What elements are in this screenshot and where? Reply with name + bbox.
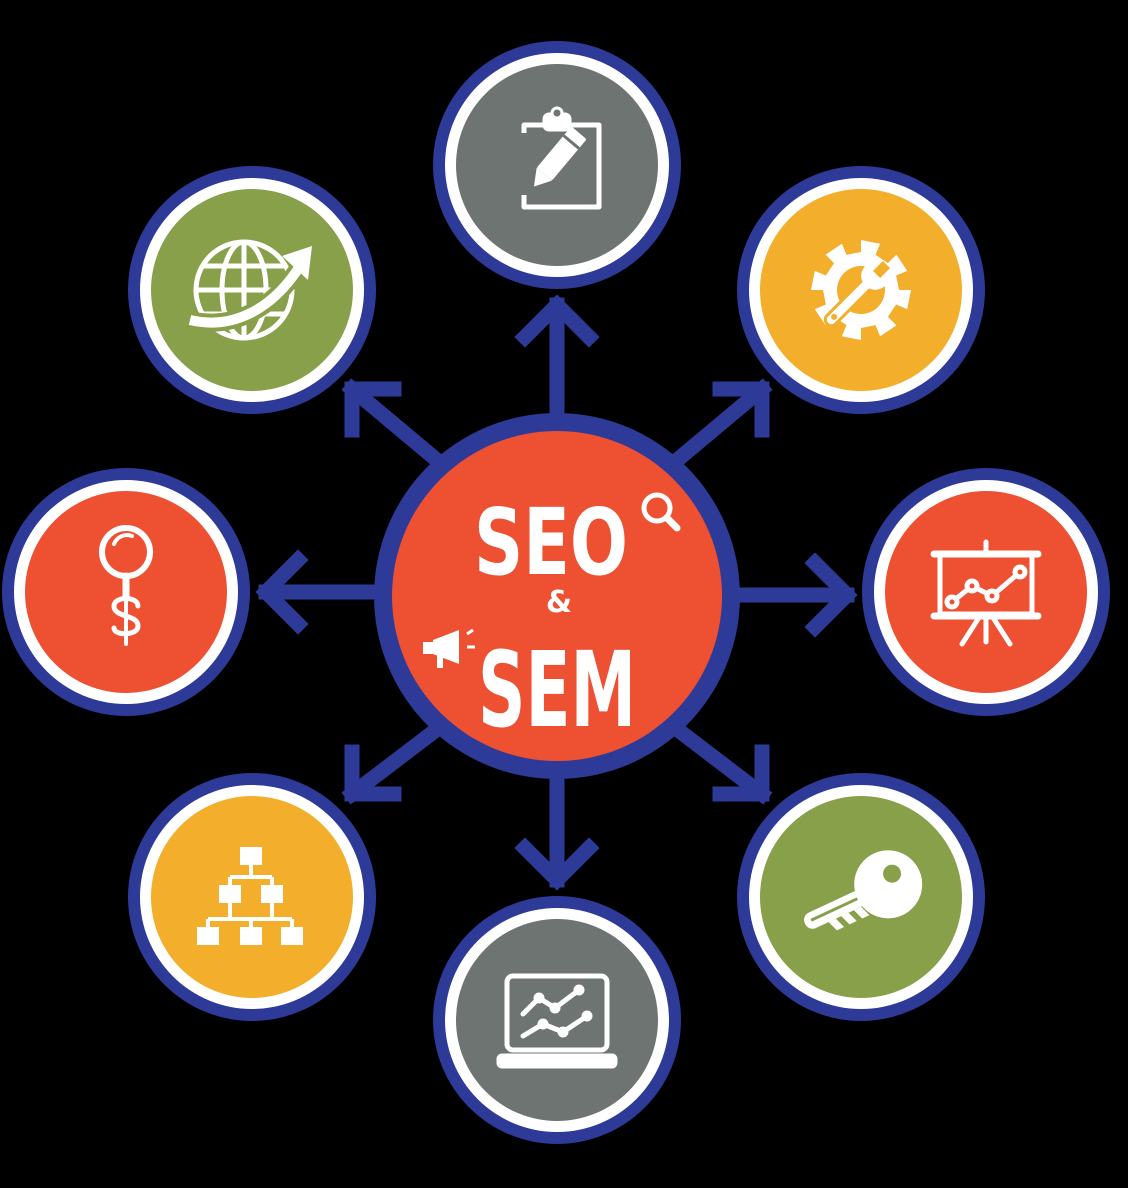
node-sitemap	[128, 773, 376, 1021]
sitemap-icon	[197, 847, 303, 945]
laptop-chart-icon	[496, 973, 618, 1069]
node-presentation	[862, 468, 1110, 716]
node-settings	[737, 166, 985, 414]
hub-ampersand: &	[546, 585, 572, 620]
arrow-left	[255, 549, 386, 635]
globe-arrow-icon	[187, 239, 312, 341]
arrow-up-right	[671, 378, 773, 467]
arrow-up	[514, 294, 600, 428]
presentation-chart-icon	[930, 539, 1042, 647]
hub-title-seo: SEO	[474, 489, 628, 596]
node-keyword	[737, 773, 985, 1021]
magnifier-dollar-icon	[99, 525, 153, 646]
satellite-nodes	[2, 41, 1110, 1144]
node-global	[128, 166, 376, 414]
arrow-down-left	[341, 722, 443, 805]
hub-fill	[392, 431, 722, 761]
node-content	[433, 41, 681, 289]
hub: SEO & SEM	[374, 413, 740, 779]
node-analytics	[433, 896, 681, 1144]
clipboard-pencil-icon	[521, 106, 602, 210]
hub-title-sem: SEM	[478, 629, 636, 751]
arrow-down-right	[671, 722, 773, 805]
magnifier-icon	[641, 492, 681, 532]
connector-arrows	[255, 294, 858, 891]
arrow-right	[727, 552, 858, 638]
gear-wrench-icon	[811, 240, 911, 340]
arrow-down	[514, 764, 600, 891]
key-icon	[804, 850, 923, 931]
megaphone-icon	[423, 628, 475, 668]
arrow-up-left	[341, 378, 443, 467]
node-cost	[2, 468, 250, 716]
wrench-shape	[823, 261, 890, 328]
